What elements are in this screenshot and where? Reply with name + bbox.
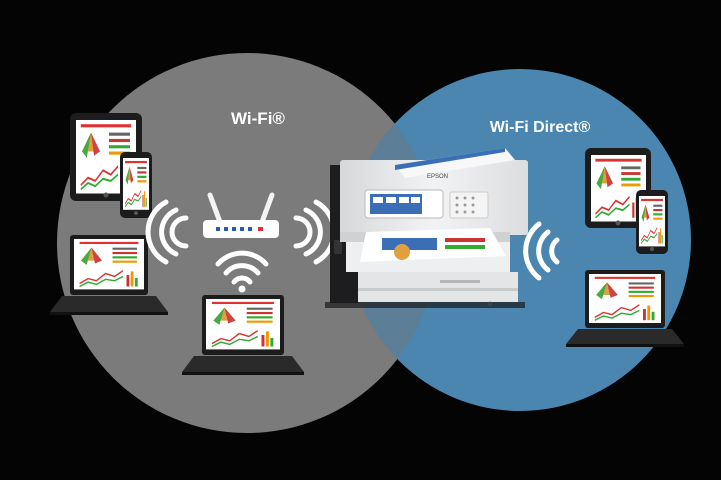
wifi-zone-circle xyxy=(57,53,437,433)
laptop-icon xyxy=(182,295,304,375)
tablet-icon xyxy=(585,148,651,228)
wireless-waves-icon xyxy=(523,221,560,281)
wifi-label: Wi-Fi® xyxy=(231,109,285,128)
laptop-icon xyxy=(50,235,168,315)
wifi-signal-icon xyxy=(215,250,269,293)
smartphone-icon xyxy=(120,152,152,218)
printer-brand: EPSON xyxy=(427,174,448,180)
smartphone-icon xyxy=(636,190,668,254)
router-icon xyxy=(203,192,279,238)
laptop-icon xyxy=(566,270,684,347)
wifi-direct-label: Wi-Fi Direct® xyxy=(490,119,591,136)
printer-icon: EPSON xyxy=(325,148,528,308)
wireless-waves-icon xyxy=(145,199,189,265)
